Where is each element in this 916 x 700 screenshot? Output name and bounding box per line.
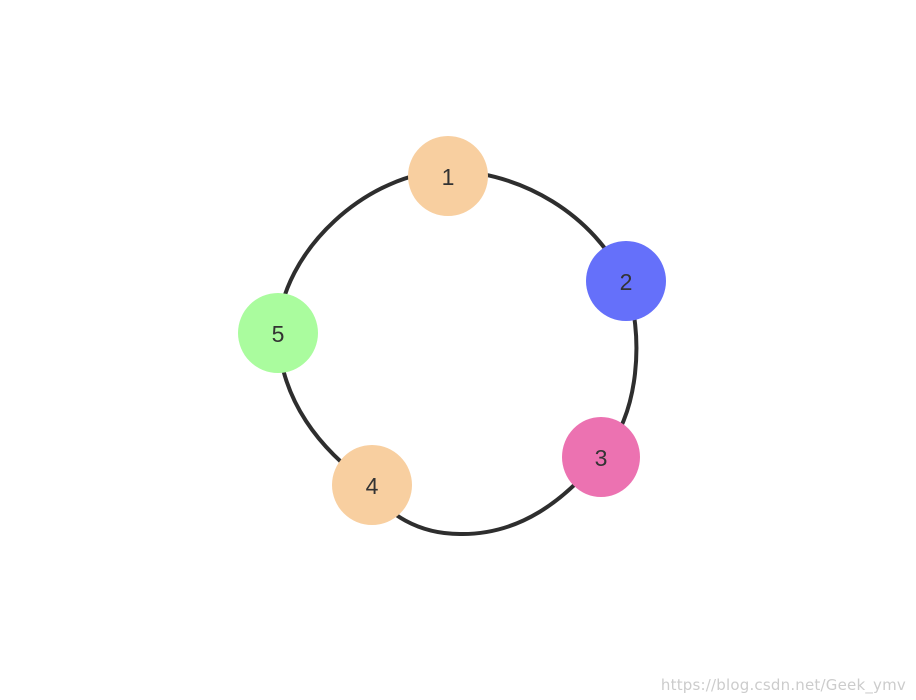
node-2-circle bbox=[586, 241, 666, 321]
node-5-circle bbox=[238, 293, 318, 373]
node-1: 1 bbox=[408, 136, 488, 216]
node-2: 2 bbox=[586, 241, 666, 321]
node-2-label: 2 bbox=[620, 269, 633, 295]
node-4-circle bbox=[332, 445, 412, 525]
watermark-text: https://blog.csdn.net/Geek_ymv bbox=[660, 676, 906, 694]
node-4-label: 4 bbox=[366, 473, 379, 499]
node-5: 5 bbox=[238, 293, 318, 373]
node-5-label: 5 bbox=[272, 321, 285, 347]
node-3: 3 bbox=[562, 417, 640, 497]
node-1-label: 1 bbox=[442, 164, 455, 190]
node-3-label: 3 bbox=[595, 445, 608, 471]
node-3-circle bbox=[562, 417, 640, 497]
node-1-circle bbox=[408, 136, 488, 216]
node-4: 4 bbox=[332, 445, 412, 525]
